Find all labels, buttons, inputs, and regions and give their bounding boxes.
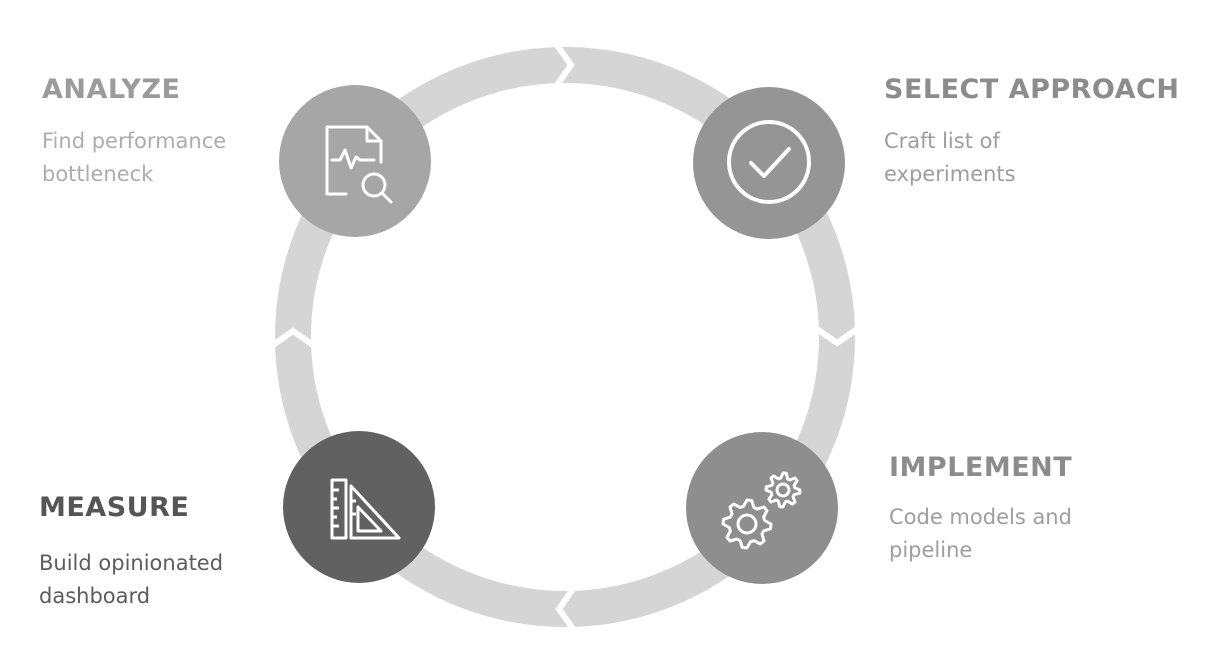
flow-chevron (555, 587, 576, 631)
desc-line: Find performance (42, 129, 227, 153)
measure-node (283, 431, 435, 583)
step-desc-measure: Build opinionated dashboard (39, 547, 279, 613)
step-measure: MEASURE Build opinionated dashboard (39, 492, 279, 613)
step-desc-select-approach: Craft list of experiments (884, 125, 1124, 191)
desc-line: Craft list of (884, 129, 1000, 153)
document-search-icon (325, 125, 393, 204)
desc-line: experiments (884, 162, 1016, 186)
flow-chevron (554, 43, 575, 87)
desc-line: bottleneck (42, 162, 154, 186)
flow-chevron (271, 327, 315, 348)
step-desc-implement: Code models and pipeline (889, 501, 1129, 567)
cycle-ring-group (271, 43, 859, 631)
ruler-triangle-icon (330, 478, 401, 540)
select-approach-node (693, 87, 845, 239)
step-desc-analyze: Find performance bottleneck (42, 125, 282, 191)
step-analyze: ANALYZE Find performance bottleneck (42, 74, 282, 191)
cycle-ring (275, 47, 855, 627)
check-circle-icon (727, 120, 811, 204)
step-title-select-approach: SELECT APPROACH (884, 74, 1180, 105)
desc-line: Build opinionated (39, 551, 224, 575)
desc-line: dashboard (39, 584, 151, 608)
desc-line: Code models and (889, 505, 1072, 529)
step-select-approach: SELECT APPROACH Craft list of experiment… (884, 74, 1179, 191)
desc-line: pipeline (889, 538, 973, 562)
step-title-analyze: ANALYZE (42, 74, 181, 105)
gears-icon (721, 471, 802, 550)
analyze-node (279, 85, 431, 237)
implement-node (686, 432, 838, 584)
step-implement: IMPLEMENT Code models and pipeline (889, 452, 1129, 567)
step-title-measure: MEASURE (39, 492, 190, 523)
step-title-implement: IMPLEMENT (889, 452, 1073, 483)
flow-chevron (815, 326, 859, 347)
